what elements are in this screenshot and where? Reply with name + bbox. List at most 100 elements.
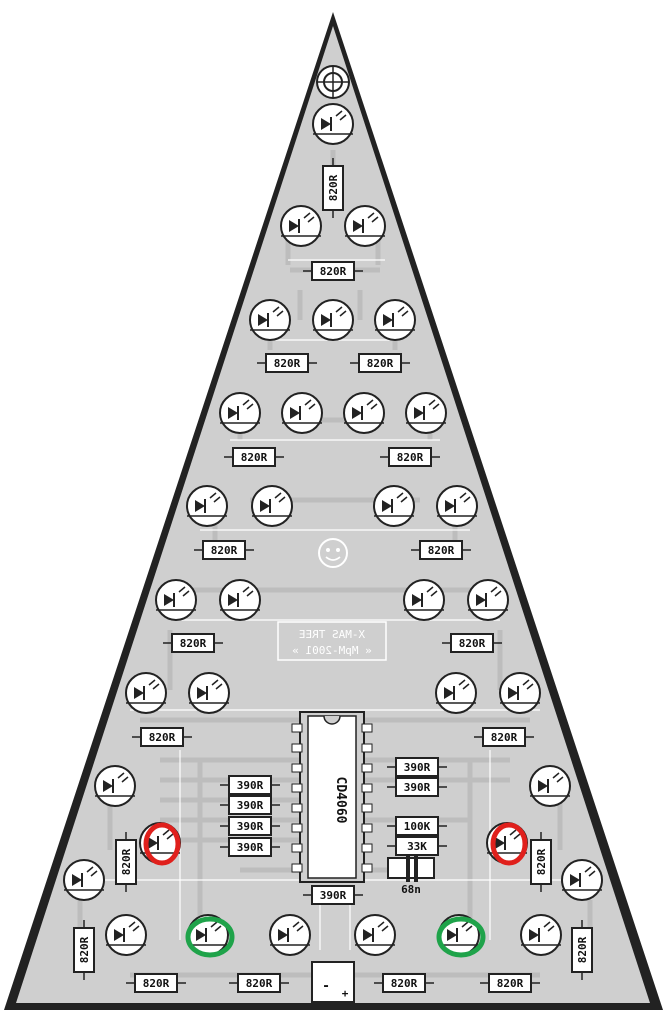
resistor-label: 820R [367, 357, 394, 370]
resistor-label: 820R [274, 357, 301, 370]
resistor-label: 390R [237, 820, 264, 833]
resistor-label: 33K [407, 840, 427, 853]
diode-icon [114, 929, 124, 941]
resistor-label: 820R [576, 936, 589, 963]
resistor-820r: 820R [350, 353, 410, 373]
red-highlight-mark [143, 822, 181, 866]
diode-icon [134, 687, 144, 699]
power-minus-label: - [322, 979, 330, 994]
ic-pin [361, 803, 373, 813]
capacitor-label: 68n [401, 883, 421, 896]
diode-icon [228, 594, 238, 606]
resistor-label: 820R [391, 977, 418, 990]
resistor-820r: 820R [132, 727, 192, 747]
diode-icon [476, 594, 486, 606]
resistor-820r: 820R [126, 973, 186, 993]
resistor-820r: 820R [411, 540, 471, 560]
diode-icon [260, 500, 270, 512]
led-r6d [467, 579, 509, 621]
led-r2a [280, 205, 322, 247]
led-group [63, 103, 603, 958]
diode-icon [363, 929, 373, 941]
led-r3a [249, 299, 291, 341]
led-r3b [312, 299, 354, 341]
resistor-33k: 33K [387, 836, 447, 856]
diode-icon [445, 500, 455, 512]
diode-icon [197, 687, 207, 699]
led-r6c [403, 579, 445, 621]
led-r7b [188, 672, 230, 714]
resistor-label: 820R [180, 637, 207, 650]
led-r7a [125, 672, 167, 714]
resistor-label: 820R [246, 977, 273, 990]
led-r9b [486, 822, 528, 866]
led-r11a [105, 914, 147, 956]
resistor-820r: 820R [303, 261, 363, 281]
resistor-label: 820R [211, 544, 238, 557]
resistor-820r: 820R [115, 832, 137, 892]
red-highlight-mark [490, 822, 528, 866]
diode-icon [444, 687, 454, 699]
diode-icon [258, 314, 268, 326]
resistor-820r: 820R [480, 973, 540, 993]
resistor-label: 820R [78, 936, 91, 963]
resistor-390r: 390R [387, 757, 447, 777]
resistor-label: 820R [320, 265, 347, 278]
diode-icon [383, 314, 393, 326]
resistor-390r: 390R [387, 777, 447, 797]
diode-icon [495, 837, 505, 849]
resistor-390r: 390R [303, 885, 363, 905]
diode-icon [103, 780, 113, 792]
resistor-390r: 390R [220, 837, 280, 857]
ic-pads [291, 723, 373, 873]
led-r10a [63, 859, 105, 901]
diode-icon [508, 687, 518, 699]
led-r5d [436, 485, 478, 527]
resistor-label: 820R [149, 731, 176, 744]
smiley-logo [318, 538, 348, 568]
diode-icon [321, 314, 331, 326]
resistor-820r: 820R [257, 353, 317, 373]
ic-pin [361, 823, 373, 833]
ic-cd4060: CD4060 [299, 711, 365, 883]
resistor-label: 820R [120, 848, 133, 875]
led-r11e [436, 914, 486, 958]
diode-icon [195, 500, 205, 512]
diode-icon [164, 594, 174, 606]
resistor-label: 390R [320, 889, 347, 902]
diode-icon [447, 929, 457, 941]
resistor-820r: 820R [163, 633, 223, 653]
resistor-820r: 820R [530, 832, 552, 892]
silkscreen-frame [277, 621, 387, 661]
green-highlight-mark [185, 916, 235, 958]
led-r5a [186, 485, 228, 527]
ic-pin [291, 803, 303, 813]
led-r4b [281, 392, 323, 434]
diode-icon [412, 594, 422, 606]
ic-pin [361, 783, 373, 793]
led-r5b [251, 485, 293, 527]
resistor-390r: 390R [220, 816, 280, 836]
led-r5c [373, 485, 415, 527]
ic-pin [361, 723, 373, 733]
ic-pin [361, 843, 373, 853]
led-r11c [269, 914, 311, 956]
mounting-hole [316, 65, 350, 99]
diode-icon [529, 929, 539, 941]
led-r10b [561, 859, 603, 901]
diode-icon [570, 874, 580, 886]
resistor-group: 820R 820R 820R 820R 820R 820R 820R 820R 820R 820R… [73, 158, 593, 993]
resistor-label: 820R [491, 731, 518, 744]
led-r2b [344, 205, 386, 247]
ic-pin [361, 743, 373, 753]
ic-pin [291, 783, 303, 793]
resistor-820r: 820R [224, 447, 284, 467]
diode-icon [196, 929, 206, 941]
diode-icon [289, 220, 299, 232]
diode-icon [148, 837, 158, 849]
led-r8a [94, 765, 136, 807]
ic-label: CD4060 [333, 777, 348, 824]
power-connector: - + [311, 961, 355, 1003]
diode-icon [321, 118, 331, 130]
